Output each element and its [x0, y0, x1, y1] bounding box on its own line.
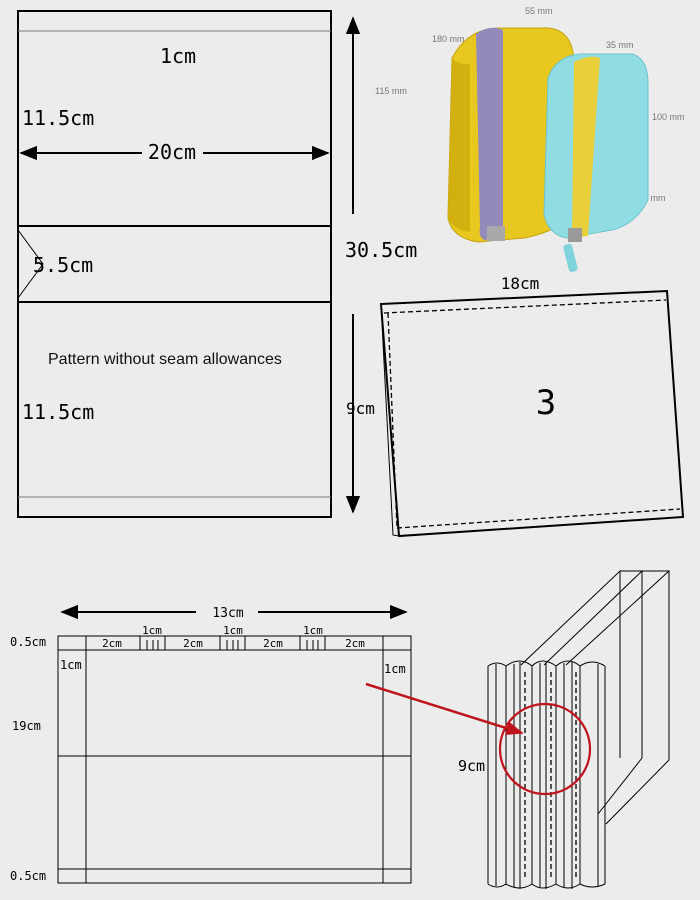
- pleat-label: 1cm: [223, 624, 243, 637]
- upper-height-label: 11.5cm: [22, 106, 94, 130]
- pattern-3-width-label: 18cm: [501, 274, 540, 293]
- dim-label: 55 mm: [525, 6, 553, 16]
- stitch-line-top: [383, 299, 667, 314]
- dim-label: 115 mm: [375, 86, 407, 96]
- gusset-notch: [17, 229, 44, 299]
- total-height-label: 30.5cm: [345, 238, 417, 262]
- pleat-tick-marks: [139, 636, 326, 650]
- blue-pencil-case: [543, 53, 649, 272]
- dim-label: 35 mm: [606, 40, 634, 50]
- p4-bottom-seam-label: 0.5cm: [10, 869, 46, 883]
- dim-label: 180 mm: [432, 34, 465, 44]
- pleat-label: 1cm: [303, 624, 323, 637]
- pleat-label: 2cm: [183, 637, 203, 650]
- p4-right-margin-label: 1cm: [384, 662, 406, 676]
- pleat-fold-lines: [487, 662, 606, 889]
- pleat-label: 2cm: [102, 637, 122, 650]
- product-photo: 55 mm 180 mm 115 mm 35 mm 100 mm 180 mm: [375, 6, 685, 272]
- pattern-4-outline: [57, 635, 412, 884]
- highlight-pointer: [365, 682, 524, 735]
- dim-label: 100 mm: [652, 112, 685, 122]
- highlight-circle: [498, 702, 592, 796]
- middle-height-label: 5.5cm: [33, 253, 93, 277]
- p4-height-label: 19cm: [12, 719, 41, 733]
- pleat-top-edge: [487, 660, 606, 667]
- p4-top-seam-label: 0.5cm: [10, 635, 46, 649]
- pattern-3-height-label: 9cm: [346, 399, 375, 418]
- back-panels: [520, 569, 670, 825]
- pleat-bottom-edge: [487, 883, 606, 889]
- pattern-note: Pattern without seam allowances: [48, 351, 282, 368]
- p4-width-label: 13cm: [212, 606, 243, 621]
- pleat-label: 2cm: [345, 637, 365, 650]
- lower-height-label: 11.5cm: [22, 400, 94, 424]
- stitch-line-bottom: [396, 508, 681, 529]
- pleat-stitch-lines: [524, 672, 577, 880]
- pattern-3-fold: [380, 303, 400, 537]
- pattern-3-number: 3: [536, 383, 556, 423]
- pattern-4: 13cm 2cm 1cm 2cm 1cm 2cm 1cm: [10, 604, 412, 884]
- pleat-view: 9cm: [365, 569, 670, 889]
- dim-label: 180 mm: [633, 193, 666, 203]
- yellow-pencil-case: [447, 27, 575, 243]
- pattern-3-outline: [379, 289, 685, 538]
- pleat-label: 2cm: [263, 637, 283, 650]
- pattern-1-outline: [17, 10, 332, 518]
- top-band-label: 1cm: [160, 44, 196, 68]
- pattern-3: 18cm 9cm 3: [346, 274, 685, 538]
- width-label: 20cm: [148, 140, 196, 164]
- pattern-1: 1cm 11.5cm 20cm 5.5cm Pattern without se…: [17, 10, 417, 518]
- pleat-height-label: 9cm: [458, 757, 485, 775]
- dimension-labels: 55 mm 180 mm 115 mm 35 mm 100 mm 180 mm: [375, 6, 685, 203]
- stitch-line-left: [387, 312, 398, 529]
- pleat-label: 1cm: [142, 624, 162, 637]
- p4-left-margin-label: 1cm: [60, 658, 82, 672]
